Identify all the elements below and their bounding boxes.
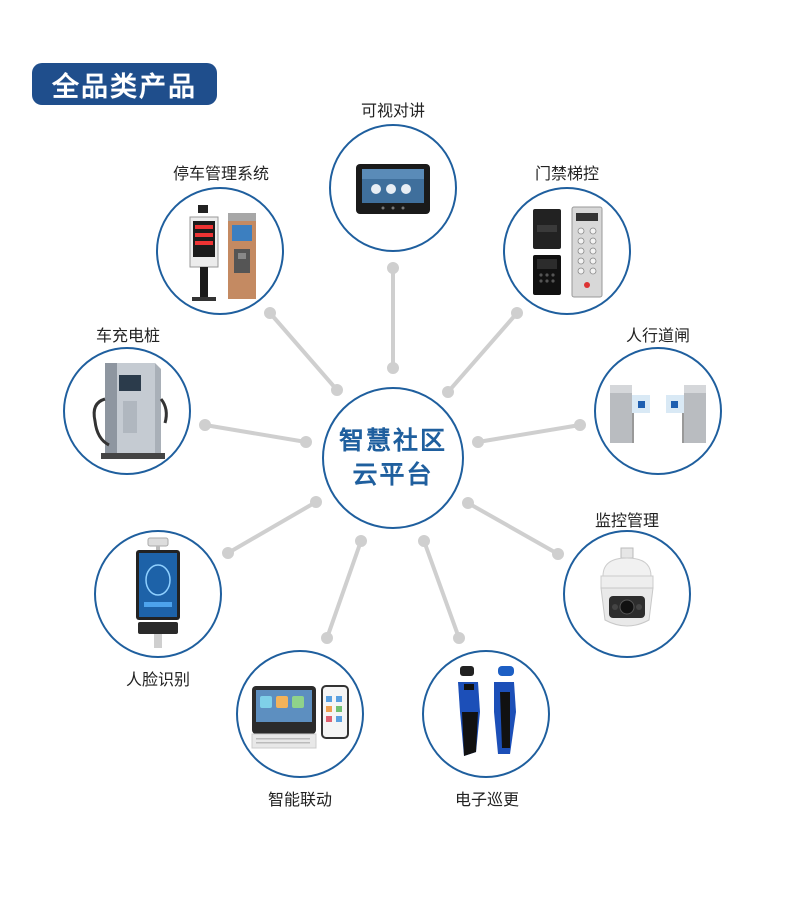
connector-parking [268,311,339,392]
cloud-platform-hub: 智慧社区 云平台 [322,387,464,529]
product-label-ev-charger: 车充电桩 [95,326,161,345]
connector-charger [203,423,308,444]
product-node-turnstile[interactable] [594,347,722,475]
product-label-smart-home: 智能联动 [267,790,333,809]
connector-face [226,500,318,555]
hub-title-line2: 云平台 [352,460,434,489]
product-label-turnstile: 人行道闸 [625,326,691,345]
ev-charger-icon [92,363,168,459]
intercom-icon [356,164,430,214]
face-terminal-icon [136,537,180,648]
product-node-smart-home[interactable] [236,650,364,778]
product-label-face: 人脸识别 [125,670,191,689]
product-node-intercom[interactable] [329,124,457,252]
connector-access [446,311,519,394]
patrol-wand-icon [458,666,516,756]
product-label-ptz-camera: 监控管理 [594,511,660,530]
smart-home-icon [251,685,349,749]
product-node-ev-charger[interactable] [63,347,191,475]
product-node-access-control[interactable] [503,187,631,315]
connector-turnstile [476,423,582,444]
hub-title-line1: 智慧社区 [338,426,447,455]
product-label-parking: 停车管理系统 [172,164,270,183]
product-label-intercom: 可视对讲 [360,101,426,120]
section-badge: 全品类产品 [32,63,217,105]
product-label-access-control: 门禁梯控 [534,164,600,183]
product-node-patrol-wand[interactable] [422,650,550,778]
ptz-camera-icon [600,547,654,627]
connector-camera [466,501,560,556]
product-node-face-terminal[interactable] [94,530,222,658]
product-label-patrol: 电子巡更 [454,790,520,809]
product-node-parking[interactable] [156,187,284,315]
access-control-icon [533,206,603,298]
turnstile-icon [610,385,706,443]
connector-patrol [422,539,461,640]
product-node-ptz-camera[interactable] [563,530,691,658]
parking-barrier-icon [189,205,256,301]
connector-smart [325,539,363,640]
